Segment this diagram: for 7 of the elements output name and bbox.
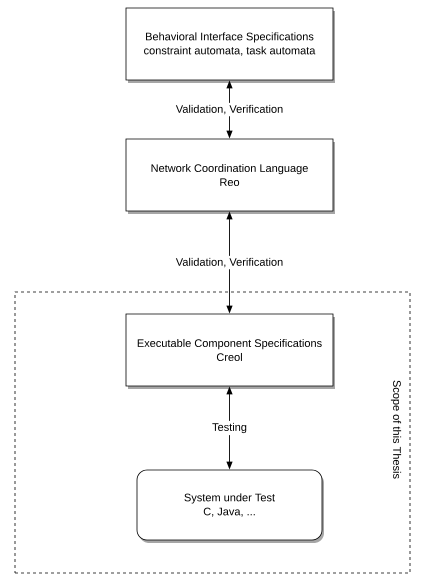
edge-label: Validation, Verification bbox=[174, 102, 286, 116]
edge-label: Validation, Verification bbox=[174, 256, 286, 270]
edge-label: Testing bbox=[210, 420, 249, 436]
process-box: Behavioral Interface Specifications constraint automata, task automata bbox=[126, 8, 335, 83]
process-box: Network Coordination Language Reo bbox=[126, 138, 335, 214]
rounded-box: System under Test C, Java, ... bbox=[136, 470, 324, 543]
process-box: Executable Component Specifications Creol bbox=[126, 314, 335, 389]
